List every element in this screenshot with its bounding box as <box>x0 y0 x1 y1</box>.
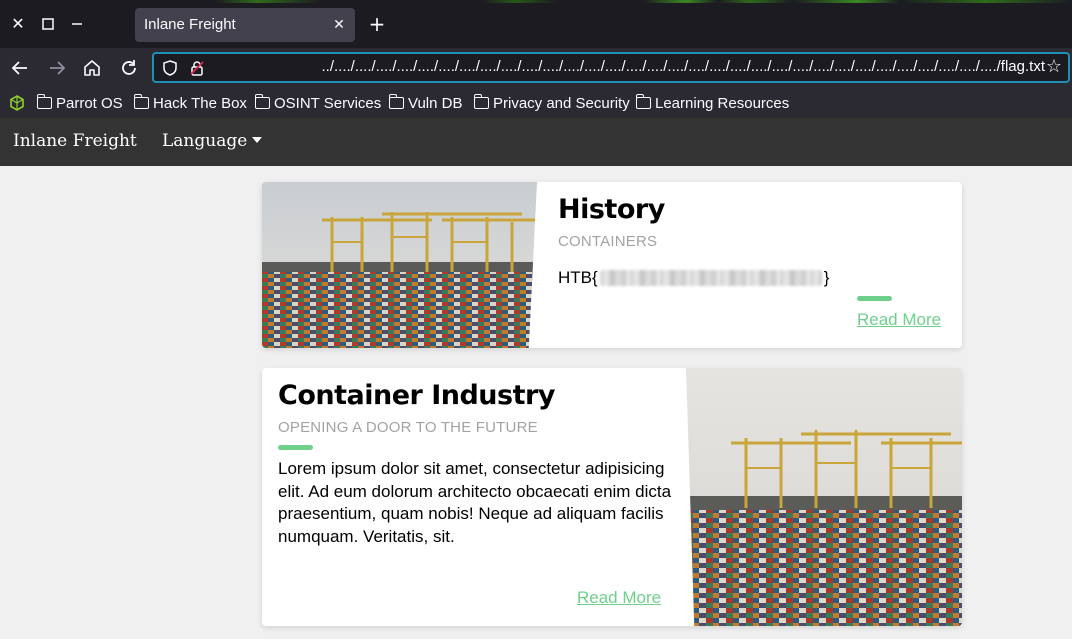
flag-text: HTB{ } <box>558 268 829 288</box>
url-text[interactable]: ../..../..../..../..../..../..../..../..… <box>215 58 1046 75</box>
site-navbar: Inlane Freight Language <box>0 118 1072 166</box>
bookmark-label: OSINT Services <box>274 94 382 112</box>
accent-bar <box>857 296 892 301</box>
bookmark-label: Learning Resources <box>655 94 790 112</box>
bookmark-privacy-and-security[interactable]: Privacy and Security <box>473 94 630 112</box>
new-tab-icon[interactable]: + <box>368 12 386 36</box>
language-dropdown-label: Language <box>162 131 248 151</box>
close-tab-icon[interactable]: ✕ <box>333 17 345 33</box>
folder-icon <box>388 94 404 109</box>
close-window-icon[interactable]: ✕ <box>11 14 25 33</box>
bookmark-label: Parrot OS <box>56 94 123 112</box>
tracking-protection-shield-icon[interactable] <box>161 59 179 77</box>
forward-icon[interactable] <box>46 57 68 79</box>
reload-icon[interactable] <box>118 57 140 79</box>
folder-icon <box>254 94 270 109</box>
bookmark-label: Hack The Box <box>153 94 247 112</box>
site-brand-link[interactable]: Inlane Freight <box>13 131 137 151</box>
card-title: History <box>558 194 665 225</box>
card-subtitle: OPENING A DOOR TO THE FUTURE <box>278 419 538 436</box>
folder-icon <box>36 94 52 109</box>
browser-tab-bar: ✕ Inlane Freight ✕ + <box>0 0 1072 48</box>
parrot-os-logo-icon[interactable] <box>9 95 25 111</box>
port-cranes-photo <box>262 182 537 348</box>
accent-bar <box>278 445 313 450</box>
bookmark-osint-services[interactable]: OSINT Services <box>254 94 382 112</box>
read-more-link[interactable]: Read More <box>857 310 942 329</box>
bookmark-label: Privacy and Security <box>493 94 630 112</box>
redacted-flag-blur <box>599 270 822 286</box>
folder-icon <box>133 94 149 109</box>
bookmark-parrot-os[interactable]: Parrot OS <box>36 94 123 112</box>
url-bar[interactable]: ../..../..../..../..../..../..../..../..… <box>152 52 1070 83</box>
browser-nav-bar: ../..../..../..../..../..../..../..../..… <box>0 48 1072 88</box>
folder-icon <box>473 94 489 109</box>
back-icon[interactable] <box>9 57 31 79</box>
card-subtitle: CONTAINERS <box>558 233 658 250</box>
bookmark-vuln-db[interactable]: Vuln DB <box>388 94 463 112</box>
insecure-lock-icon[interactable] <box>188 59 206 77</box>
bookmark-star-icon[interactable]: ☆ <box>1045 56 1063 77</box>
bookmark-hack-the-box[interactable]: Hack The Box <box>133 94 247 112</box>
language-dropdown[interactable]: Language <box>162 131 263 151</box>
caret-down-icon <box>252 137 263 143</box>
card-title: Container Industry <box>278 380 555 411</box>
minimize-window-icon[interactable] <box>67 14 87 34</box>
home-icon[interactable] <box>81 57 103 79</box>
folder-icon <box>635 94 651 109</box>
bookmarks-toolbar <box>0 88 1072 118</box>
window-decoration <box>0 0 1072 3</box>
browser-tab[interactable]: Inlane Freight ✕ <box>135 8 355 42</box>
port-cranes-photo <box>686 368 962 626</box>
history-card: History CONTAINERS HTB{ } Read More <box>262 182 962 348</box>
flag-prefix: HTB{ <box>558 268 598 287</box>
container-industry-card: Container Industry OPENING A DOOR TO THE… <box>262 368 962 626</box>
bookmark-label: Vuln DB <box>408 94 463 112</box>
url-value: ../..../..../..../..../..../..../..../..… <box>321 58 1046 75</box>
flag-suffix: } <box>823 268 830 287</box>
maximize-window-icon[interactable] <box>38 14 58 34</box>
card-body-text: Lorem ipsum dolor sit amet, consectetur … <box>278 459 672 546</box>
bookmark-learning-resources[interactable]: Learning Resources <box>635 94 790 112</box>
tab-title: Inlane Freight <box>144 16 236 33</box>
read-more-link[interactable]: Read More <box>577 588 662 607</box>
